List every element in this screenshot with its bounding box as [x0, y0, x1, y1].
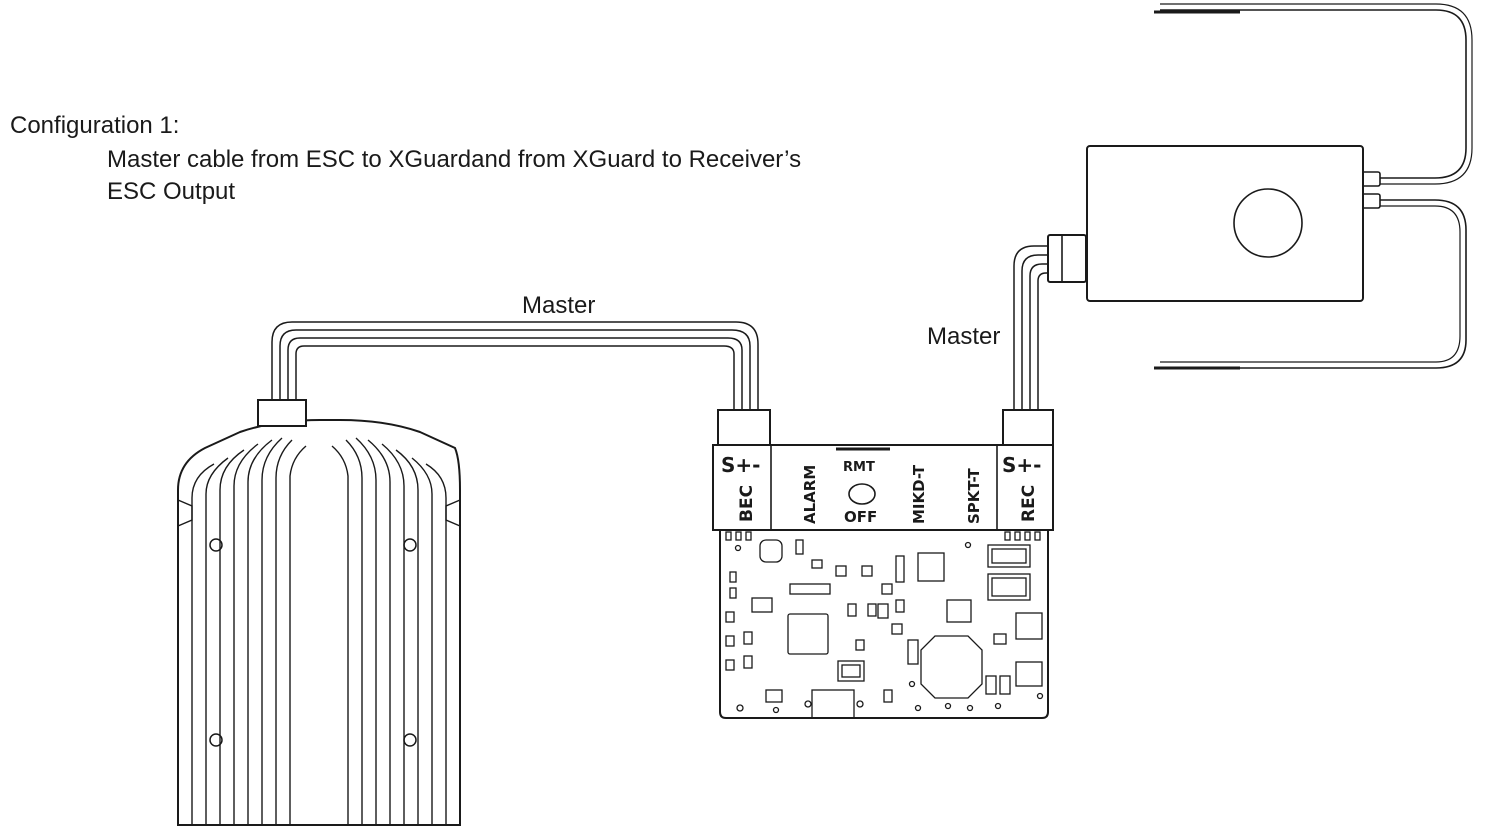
cable-label-left: Master: [522, 292, 595, 319]
cable-label-right: Master: [927, 323, 1000, 350]
pin-label-left: S+-: [721, 453, 760, 477]
board-pcb: [719, 529, 1049, 719]
port-label-mkd: MIKD-T: [910, 464, 928, 524]
config-description-line2: ESC Output: [107, 178, 236, 205]
port-label-off: OFF: [844, 508, 877, 526]
receiver: [1047, 3, 1473, 370]
port-label-rec: REC: [1019, 485, 1039, 522]
pcb-usb: [811, 689, 855, 719]
esc: [177, 399, 461, 826]
cable-receiver: [1013, 245, 1048, 410]
port-label-alarm: ALARM: [801, 465, 819, 524]
port-label-spkt: SPKT-T: [965, 468, 983, 524]
pcb-mcu: [787, 613, 829, 655]
port-label-bec: BEC: [737, 485, 757, 522]
pcb-components: [725, 531, 1044, 719]
receiver-plug: [1047, 234, 1087, 283]
pcb-jst: [837, 660, 865, 682]
esc-plug: [257, 399, 307, 427]
board-plug-left: [717, 409, 771, 447]
receiver-antenna-bottom: [1154, 199, 1467, 370]
receiver-bind-button: [1233, 188, 1303, 258]
xguard-board: [712, 409, 1054, 719]
pin-label-right: S+-: [1002, 453, 1041, 477]
receiver-body: [1086, 145, 1364, 302]
pcb-inductor: [920, 635, 983, 699]
config-description-line1: Master cable from ESC to XGuardand from …: [107, 146, 802, 173]
cable-esc: [271, 321, 759, 412]
port-label-rmt: RMT: [843, 460, 875, 475]
board-plug-right: [1002, 409, 1054, 447]
rmt-switch: [848, 483, 876, 505]
receiver-antenna-top: [1154, 3, 1473, 185]
config-title: Configuration 1:: [10, 112, 180, 139]
config-description: Master cable from ESC to XGuardand from …: [107, 144, 927, 208]
